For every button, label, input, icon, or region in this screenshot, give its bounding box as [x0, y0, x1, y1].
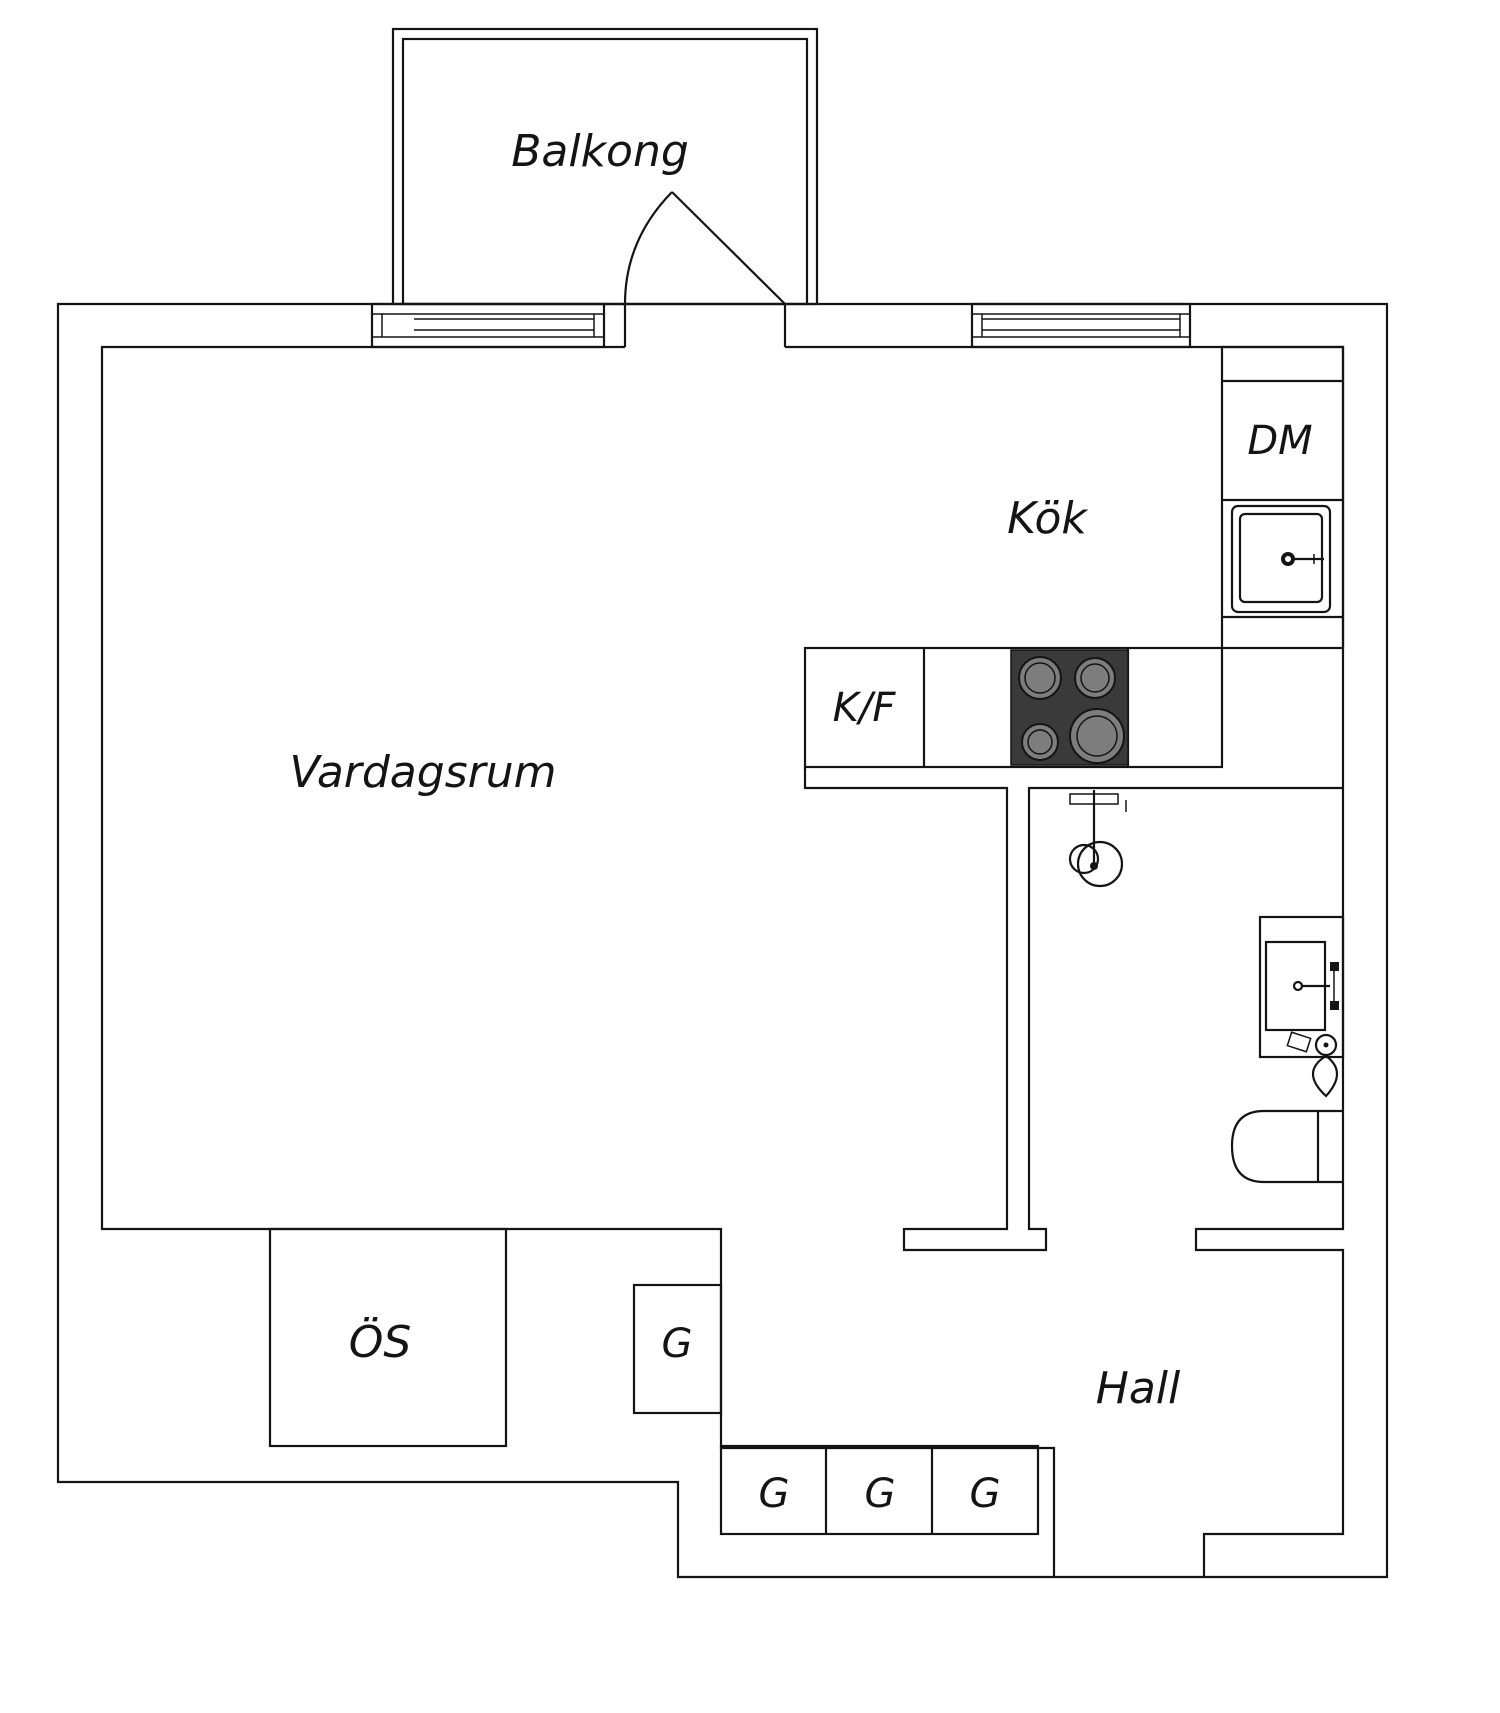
window-right: [970, 302, 1192, 349]
outer-wall: [56, 302, 1389, 1579]
vardagsrum-label: Vardagsrum: [290, 747, 557, 798]
kf-label: K/F: [833, 685, 897, 731]
g-label-3: G: [970, 1471, 1001, 1517]
stove-icon: [1010, 649, 1129, 766]
washbasin-icon: [1258, 915, 1345, 1098]
os-label: ÖS: [349, 1316, 412, 1368]
g-label-side: G: [662, 1321, 693, 1367]
g-label-1: G: [759, 1471, 790, 1517]
wardrobe-os: [268, 1227, 508, 1448]
wardrobe-g-side: [632, 1283, 723, 1415]
shower-icon: [1068, 790, 1127, 888]
door-swing-icon: [623, 191, 786, 305]
bathroom-wall: [803, 767, 1343, 1252]
balkong-label: Balkong: [511, 126, 689, 177]
wardrobe-g-row: [719, 1444, 1040, 1536]
g-label-2: G: [865, 1471, 896, 1517]
kok-label: Kök: [1007, 493, 1088, 544]
window-left: [370, 302, 606, 349]
hall-label: Hall: [1096, 1363, 1181, 1414]
dm-label: DM: [1247, 418, 1312, 464]
kitchen-counter-right: [1220, 345, 1345, 650]
toilet-icon: [1230, 1109, 1343, 1184]
sink-icon: [1230, 504, 1332, 614]
